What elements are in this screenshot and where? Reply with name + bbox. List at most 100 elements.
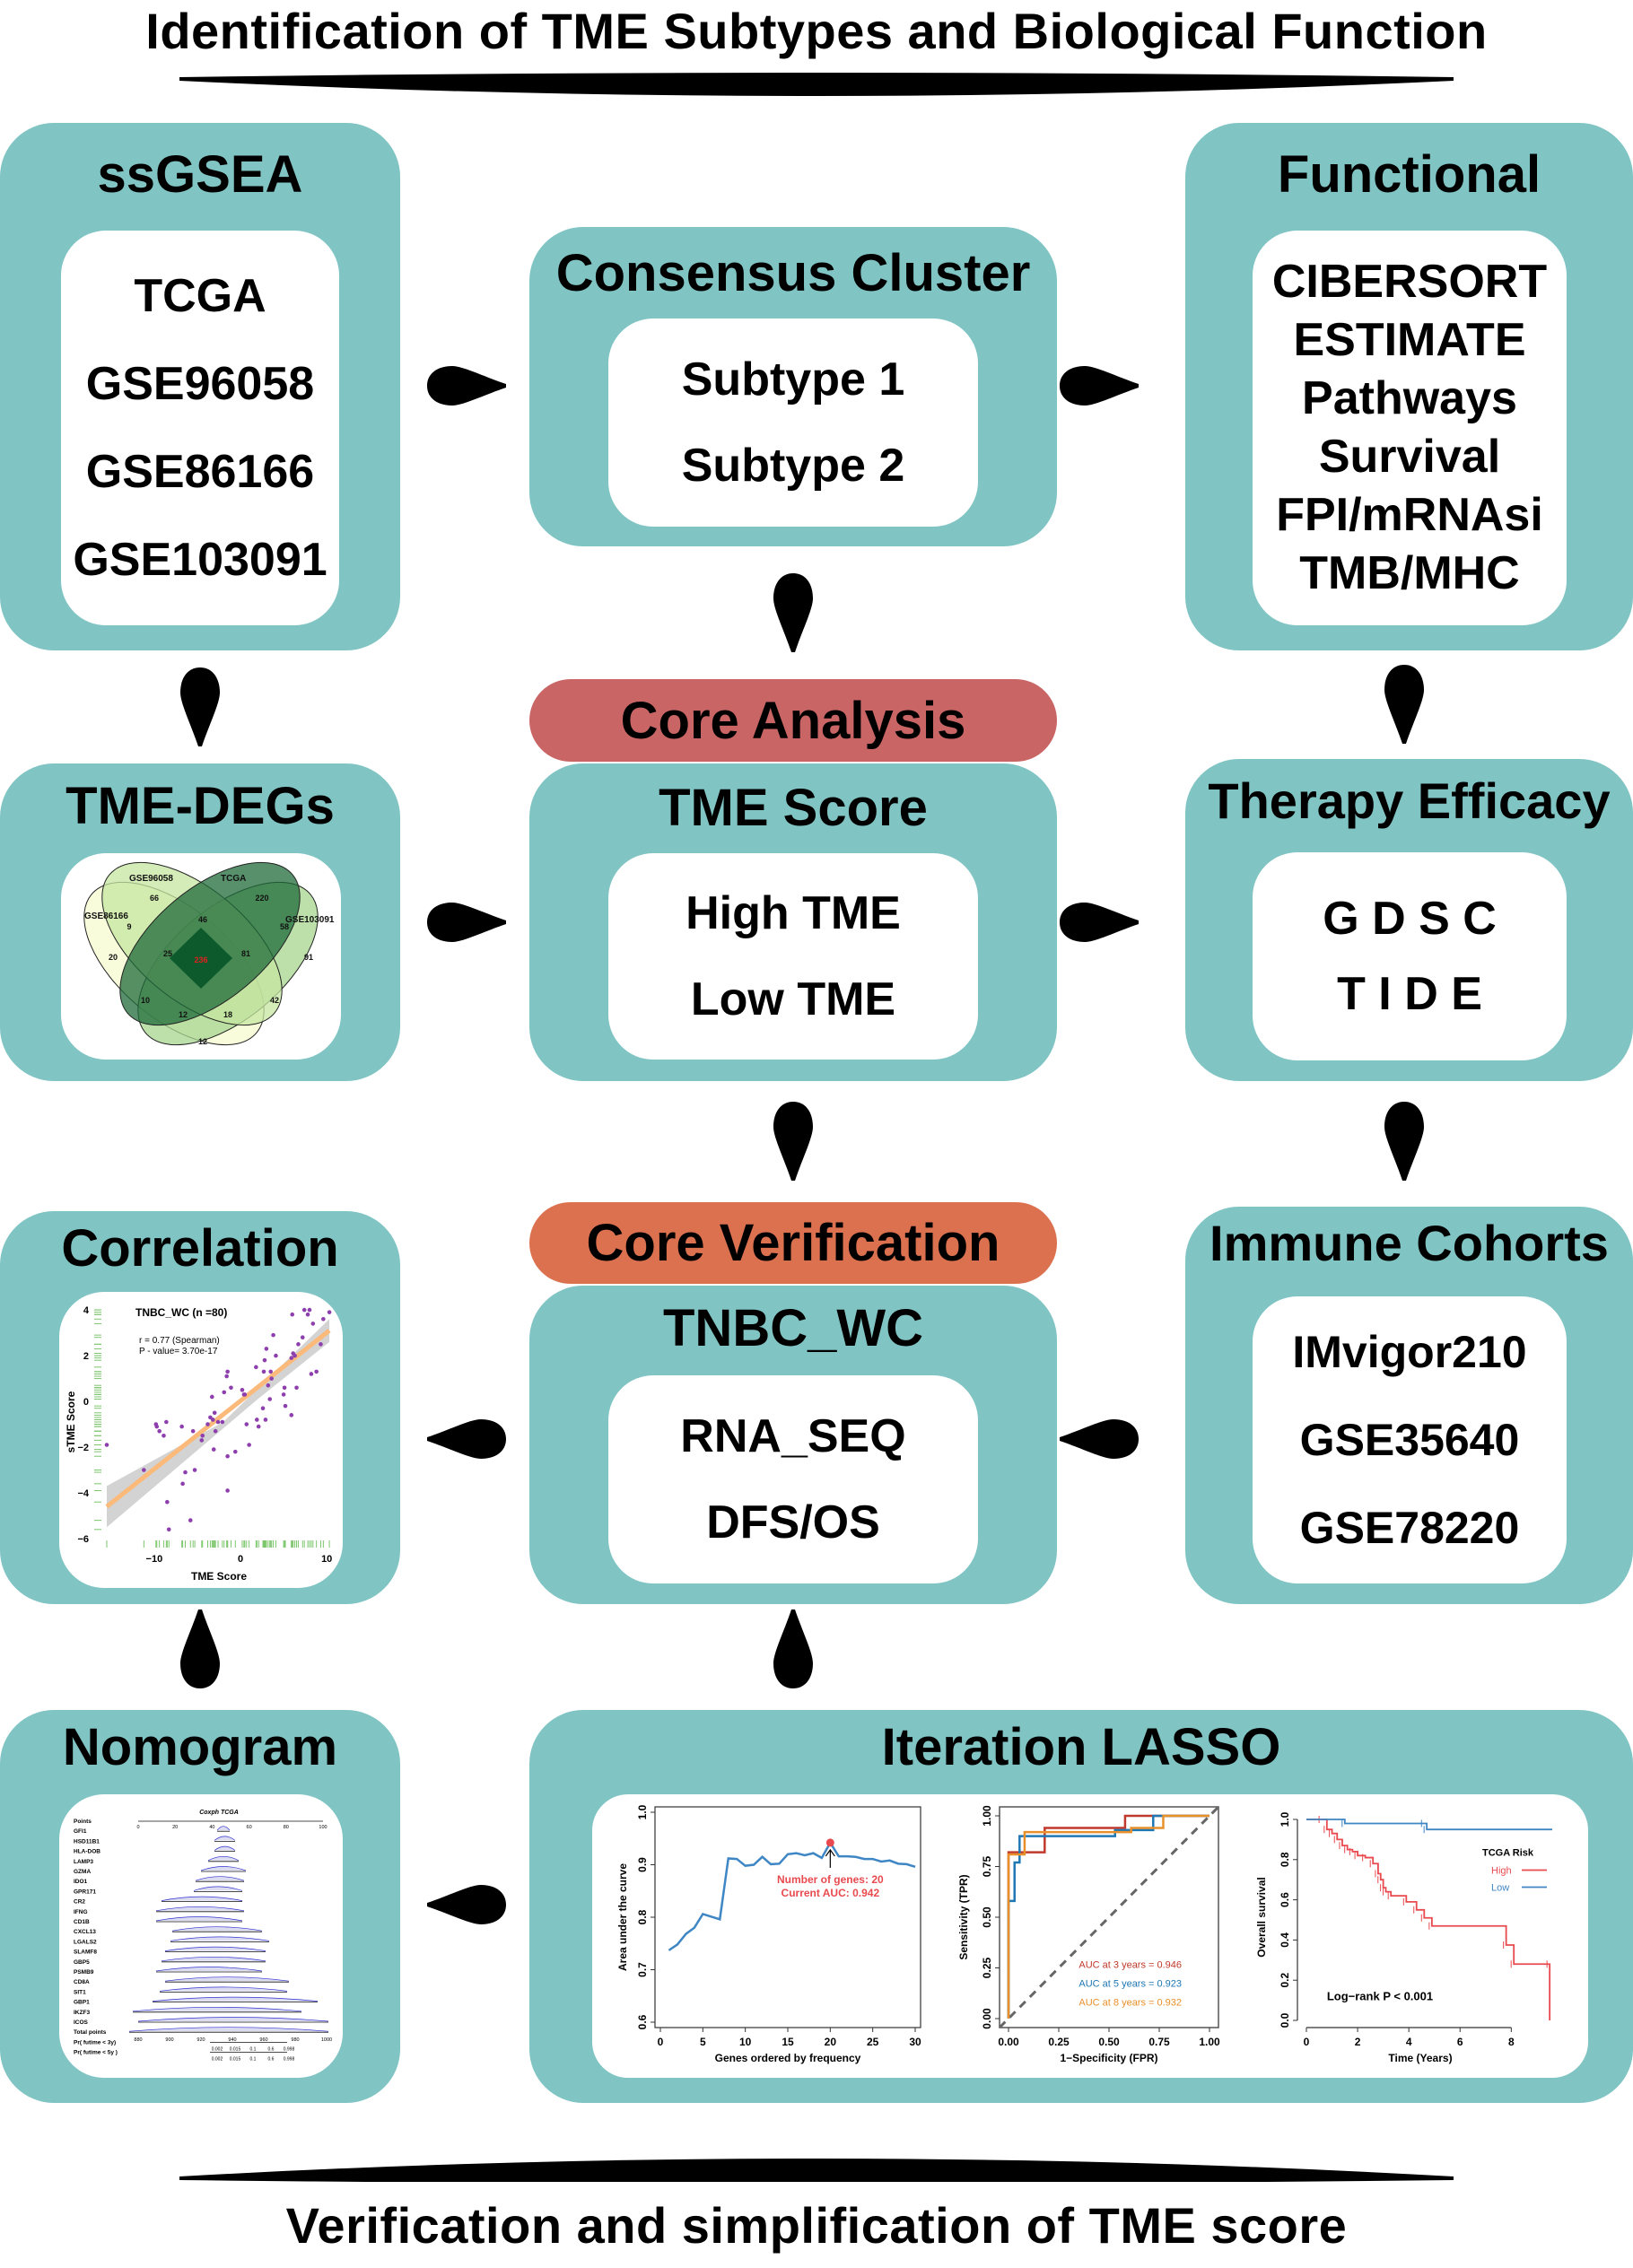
nomogram-row-label: HLA-DOB: [74, 1849, 100, 1855]
y-tick-label: 0.25: [981, 1957, 993, 1978]
tme-degs-title: TME-DEGs: [65, 777, 335, 835]
venn-region-count: 12: [198, 1037, 207, 1046]
venn-region-count: 18: [223, 1010, 232, 1019]
venn-set-label: GSE96058: [129, 874, 173, 884]
arrow-shape: [427, 366, 506, 406]
scatter-point: [260, 1406, 266, 1411]
total-points-tick-label: 1000: [321, 2037, 332, 2043]
subtype-item: Subtype 2: [681, 440, 905, 492]
therapy-tool-item: T I D E: [1337, 968, 1482, 1020]
nomogram-density: [128, 2027, 329, 2032]
x-tick-label: 25: [867, 2036, 879, 2048]
venn-core-region: [170, 928, 232, 989]
nomogram-row-label: PSMB9: [74, 1969, 94, 1976]
ssgsea-box: ssGSEA TCGA GSE96058 GSE86166 GSE103091: [0, 123, 400, 650]
scatter-point: [281, 1392, 286, 1397]
plot-frame: [654, 1806, 921, 2028]
therapy-tool-list: G D S C T I D E: [1253, 852, 1567, 1060]
arrow-shape: [1384, 1102, 1424, 1181]
arrow-shape: [773, 1102, 813, 1181]
nomogram-title: Coxph TCGA: [199, 1810, 239, 1816]
scatter-point: [283, 1403, 288, 1409]
x-tick-label: 0.75: [1148, 2036, 1170, 2048]
scatter-point: [269, 1376, 274, 1381]
nomogram-row-label: LAMP3: [74, 1859, 93, 1865]
probability-tick-label: 0.1: [250, 2057, 257, 2063]
immune-title: Immune Cohorts: [1209, 1215, 1609, 1271]
analysis-item: CIBERSORT: [1271, 256, 1548, 308]
venn-set-label: GSE103091: [285, 915, 335, 925]
scatter-point: [165, 1499, 170, 1505]
y-tick-label: 0.75: [981, 1855, 993, 1877]
legend-auc-label: AUC at 5 years = 0.923: [1078, 1979, 1182, 1990]
nomogram-density: [214, 1836, 236, 1841]
scatter-point: [190, 1428, 196, 1434]
scatter-point: [301, 1307, 307, 1313]
consensus-cluster-box: Consensus Cluster Subtype 1 Subtype 2: [529, 227, 1057, 546]
scatter-point: [212, 1410, 217, 1416]
arrow-shape: [180, 667, 220, 746]
nomogram-density: [195, 1876, 245, 1881]
functional-box: Functional CIBERSORT ESTIMATE Pathways S…: [1185, 123, 1633, 650]
legend-label: High: [1491, 1865, 1512, 1876]
immune-cohorts-box: Immune Cohorts IMvigor210 GSE35640 GSE78…: [1185, 1207, 1633, 1604]
nomogram-density: [171, 1926, 263, 1932]
x-tick-label: 15: [782, 2036, 794, 2048]
nomogram-density: [137, 2017, 329, 2022]
scatter-point: [220, 1419, 225, 1425]
arrow-right-icon: [1060, 903, 1139, 942]
venn-region-count: 25: [163, 949, 172, 958]
y-tick-label: 0: [83, 1397, 89, 1408]
highlight-arrowhead: [825, 1848, 835, 1857]
arrow-shape: [1060, 903, 1139, 942]
scatter-point: [254, 1365, 258, 1370]
y-tick-label: 0.50: [981, 1906, 993, 1928]
functional-analysis-list: CIBERSORT ESTIMATE Pathways Survival FPI…: [1253, 231, 1567, 625]
nomogram-row-label: Pr( futime < 3y): [74, 2039, 116, 2046]
tnbc-wc-box: TNBC_WC RNA_SEQ DFS/OS: [529, 1286, 1057, 1604]
venn-set-label: GSE86166: [84, 912, 128, 921]
scatter-point: [240, 1388, 245, 1392]
nomogram-row-label: GPR171: [74, 1889, 96, 1895]
scatter-point: [229, 1385, 233, 1391]
functional-title: Functional: [1277, 145, 1541, 204]
analysis-item: ESTIMATE: [1293, 314, 1526, 366]
scatter-point: [225, 1453, 230, 1459]
lasso-title: Iteration LASSO: [881, 1718, 1281, 1776]
y-tick-label: 0.2: [1279, 1973, 1291, 1988]
x-tick-label: 2: [1355, 2036, 1361, 2048]
bottom-swoosh-divider: [179, 2159, 1454, 2182]
total-points-tick-label: 980: [291, 2037, 299, 2043]
y-tick-label: −6: [77, 1534, 89, 1545]
nomogram-density: [155, 1906, 245, 1912]
y-tick-label: 1.0: [1279, 1811, 1291, 1827]
nomogram-density: [216, 1826, 231, 1831]
correlation-annotation: r = 0.77 (Spearman): [139, 1336, 220, 1346]
scatter-point: [263, 1418, 268, 1422]
venn-region-count: 66: [150, 894, 159, 903]
scatter-point: [321, 1316, 326, 1322]
probability-tick-label: 0.998: [284, 2057, 295, 2063]
probability-tick-label: 0.1: [250, 2046, 257, 2052]
probability-tick-label: 0.6: [268, 2046, 275, 2052]
diagram-title: Identification of TME Subtypes and Biolo…: [145, 3, 1488, 59]
nomogram-density: [159, 1986, 288, 1992]
scatter-point: [268, 1369, 273, 1374]
scatter-point: [290, 1312, 295, 1317]
ssgsea-title: ssGSEA: [97, 145, 303, 204]
arrow-shape: [773, 573, 813, 652]
points-tick-label: 80: [284, 1825, 289, 1830]
venn-region-count: 12: [179, 1010, 188, 1019]
venn-region-count: 42: [270, 996, 279, 1005]
dataset-item: GSE86166: [85, 446, 315, 498]
tnbc-data-list: RNA_SEQ DFS/OS: [608, 1375, 978, 1583]
scatter-point: [309, 1372, 314, 1376]
total-points-tick-label: 940: [228, 2037, 236, 2043]
auc-line: [668, 1840, 916, 1951]
probability-tick-label: 0.015: [230, 2057, 241, 2063]
scatter-point: [289, 1356, 294, 1360]
